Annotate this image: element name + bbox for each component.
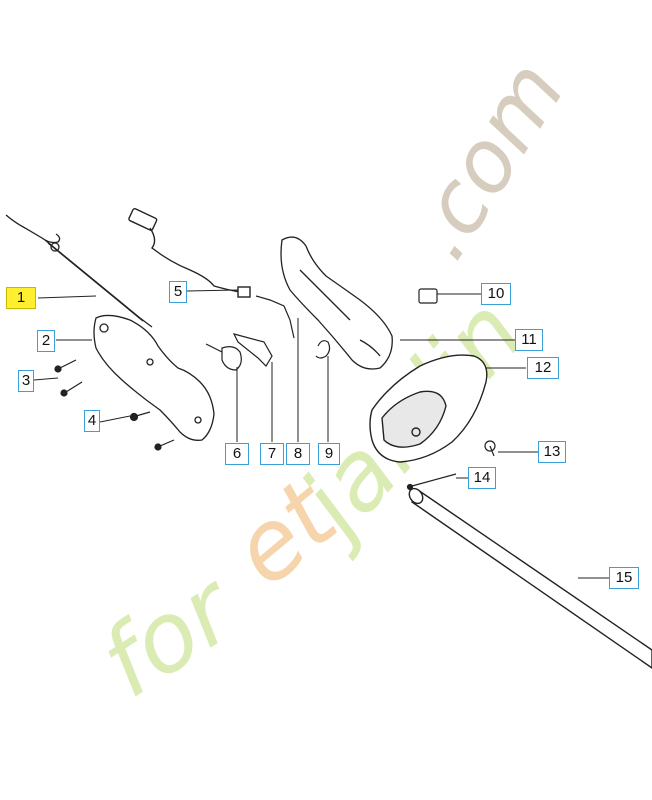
- callout-8: 8: [286, 443, 310, 465]
- part-1-throttle-cable: [5, 214, 153, 328]
- part-10-clip: [418, 288, 438, 304]
- part-7-throttle-trigger: [232, 333, 273, 367]
- svg-text:.com: .com: [388, 44, 585, 276]
- callout-2: 2: [37, 330, 55, 352]
- part-6-lock-lever: [205, 343, 242, 371]
- callout-5: 5: [169, 281, 187, 303]
- callout-13: 13: [538, 441, 566, 463]
- callout-14: 14: [468, 467, 496, 489]
- callout-4: 4: [84, 410, 100, 432]
- callout-11: 11: [515, 329, 543, 351]
- part-11-handle-housing: [280, 236, 393, 370]
- part-12-front-grip: [369, 354, 488, 463]
- part-3-screws: [54, 359, 83, 397]
- part-13-bolt: [484, 440, 496, 457]
- part-5-wire-harness: [128, 208, 251, 298]
- part-4-screws: [129, 411, 175, 451]
- leader-lines: [33, 289, 609, 579]
- part-9-spring: [315, 340, 331, 359]
- callout-7: 7: [260, 443, 284, 465]
- part-14-pin: [406, 473, 457, 491]
- callout-9: 9: [318, 443, 340, 465]
- svg-text:for: for: [82, 550, 258, 719]
- callout-1: 1: [6, 287, 36, 309]
- callout-10: 10: [481, 283, 511, 305]
- part-8-spring: [255, 295, 295, 339]
- part-2-handle-housing: [93, 314, 215, 441]
- part-15-shaft-tube: [408, 487, 652, 669]
- callout-6: 6: [225, 443, 249, 465]
- callout-3: 3: [18, 370, 34, 392]
- callout-15: 15: [609, 567, 639, 589]
- callout-12: 12: [527, 357, 559, 379]
